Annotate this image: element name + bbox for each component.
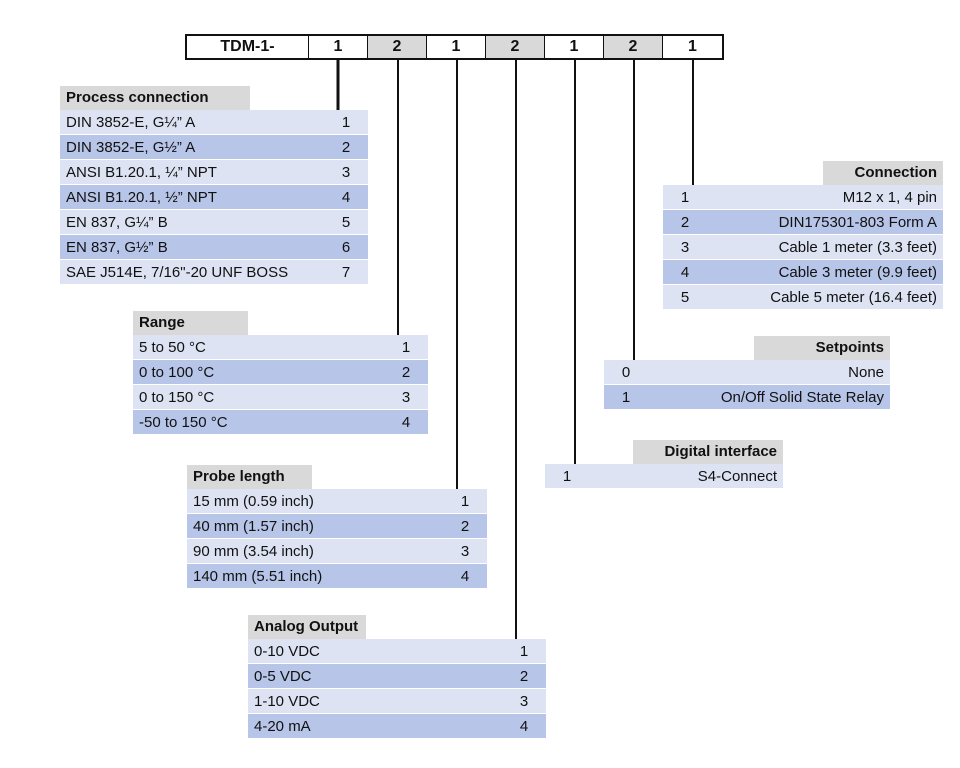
table-row: 40 mm (1.57 inch)2 [187, 514, 487, 539]
code-digit-probe-length: 1 [427, 36, 486, 58]
table-row: 90 mm (3.54 inch)3 [187, 539, 487, 564]
code-digit-range: 2 [368, 36, 427, 58]
order-code-prefix: TDM-1- [187, 36, 309, 58]
code-digit-analog-output: 2 [486, 36, 545, 58]
connection-title: Connection [823, 161, 943, 185]
table-row: 140 mm (5.51 inch)4 [187, 564, 487, 589]
code-digit-setpoints: 2 [604, 36, 663, 58]
code-digit-digital-interface: 1 [545, 36, 604, 58]
range-title: Range [133, 311, 248, 335]
probe-length-title: Probe length [187, 465, 312, 489]
code-digit-process-connection: 1 [309, 36, 368, 58]
analog-output-title: Analog Output [248, 615, 366, 639]
order-code-bar: TDM-1- 1 2 1 2 1 2 1 [185, 34, 724, 60]
table-row: 15 mm (0.59 inch)1 [187, 489, 487, 514]
digital-interface-title: Digital interface [633, 440, 783, 464]
setpoints-title: Setpoints [754, 336, 890, 360]
code-digit-connection: 1 [663, 36, 722, 58]
probe-length-table: Probe length 15 mm (0.59 inch)1 40 mm (1… [187, 465, 487, 589]
process-connection-title: Process connection [60, 86, 250, 110]
